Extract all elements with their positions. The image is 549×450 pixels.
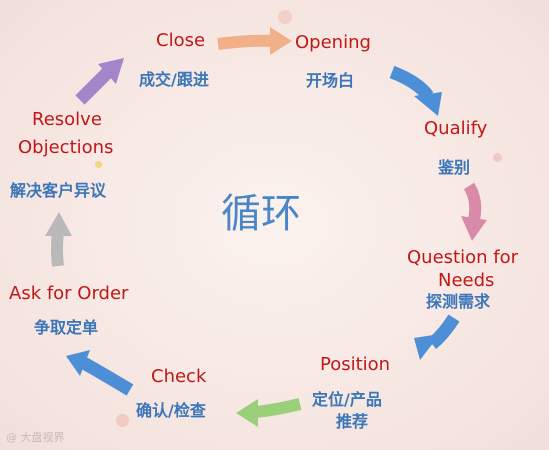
step-check-zh: 确认/检查 [136,401,206,420]
step-qualify-en: Qualify [424,118,488,139]
step-position-zh-line2: 推荐 [336,412,369,431]
arrow-question-to-position [414,314,460,360]
decoration-dot [278,10,292,24]
arrow-position-to-check [236,398,302,427]
step-opening-zh: 开场白 [306,71,355,90]
step-question-en-line2: Needs [438,270,495,291]
step-resolve-en-line2: Objections [18,137,114,158]
step-position-en: Position [320,354,391,375]
step-opening-en: Opening [295,32,371,53]
decoration-dot [95,161,102,168]
arrow-qualify-to-question [461,182,487,241]
center-label: 循环 [221,191,301,237]
arrow-close-to-opening [217,27,292,55]
step-question-en-line1: Question for [407,247,518,268]
decoration-dot [493,153,502,162]
step-close-zh: 成交/跟进 [139,70,209,89]
step-ask-en: Ask for Order [9,283,129,304]
step-position-zh-line1: 定位/产品 [312,390,382,409]
arrow-resolve-to-close [75,58,124,105]
step-question-zh: 探测需求 [426,292,491,311]
watermark: @ 大盘视界 [6,431,65,444]
arrow-ask-to-resolve [45,212,72,267]
step-resolve-zh: 解决客户异议 [10,181,107,200]
step-resolve-en-line1: Resolve [32,109,102,130]
step-close-en: Close [156,30,206,51]
step-check-en: Check [151,366,207,387]
decoration-dot [116,414,129,427]
step-ask-zh: 争取定单 [34,318,99,337]
arrow-check-to-ask [66,350,134,396]
step-qualify-zh: 鉴别 [438,158,471,177]
arrow-opening-to-qualify [389,65,442,116]
